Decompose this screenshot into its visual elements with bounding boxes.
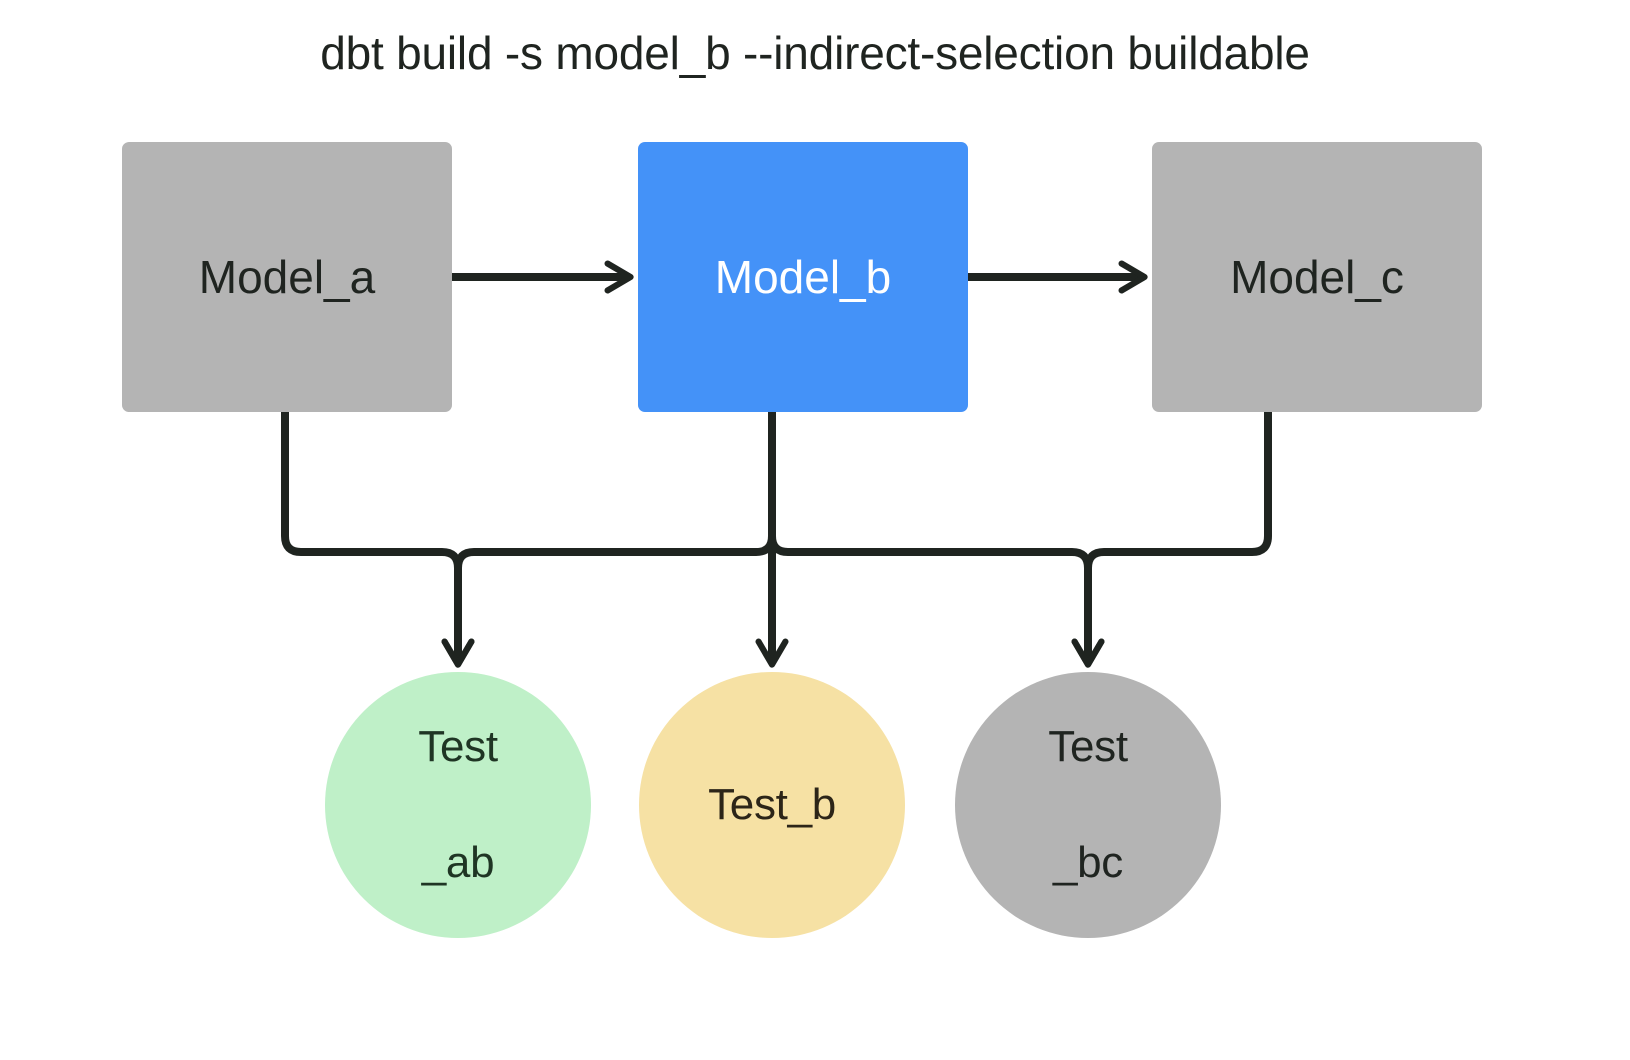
node-test-b-label: Test_b <box>708 739 836 871</box>
node-test-b[interactable]: Test_b <box>639 672 905 938</box>
node-model-a[interactable]: Model_a <box>122 142 452 412</box>
node-test-bc-label-line-2: _bc <box>1052 838 1124 887</box>
node-test-bc[interactable]: Test _bc <box>955 672 1221 938</box>
node-test-b-label-line-1: Test_b <box>708 780 836 829</box>
edge-model-a-to-test-ab <box>281 412 475 668</box>
node-test-ab-label: Test _ab <box>418 681 498 929</box>
node-test-ab-label-line-2: _ab <box>421 838 495 887</box>
node-model-b-label: Model_b <box>714 251 892 303</box>
node-model-c[interactable]: Model_c <box>1152 142 1482 412</box>
node-model-a-label: Model_a <box>198 251 376 303</box>
edge-model-c-to-test-bc <box>1071 412 1272 668</box>
node-test-ab-label-line-1: Test <box>418 722 498 771</box>
node-test-ab[interactable]: Test _ab <box>325 672 591 938</box>
node-model-b[interactable]: Model_b <box>638 142 968 412</box>
node-model-c-label: Model_c <box>1230 251 1404 303</box>
diagram-title: dbt build -s model_b --indirect-selectio… <box>320 27 1310 79</box>
edge-model-b-to-test-ab <box>441 412 776 668</box>
edge-model-b-to-test-bc <box>768 412 1105 668</box>
node-test-bc-label-line-1: Test <box>1048 722 1128 771</box>
node-test-bc-label: Test _bc <box>1048 681 1128 929</box>
